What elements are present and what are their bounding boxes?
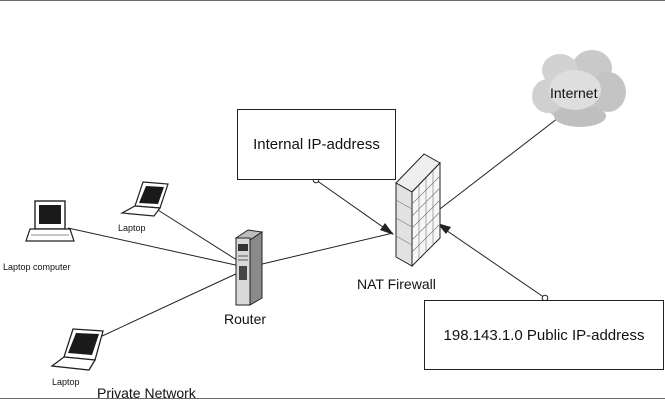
link-laptop-bottom-router [99,271,241,338]
internal-ip-address-label: Internal IP-address [253,136,380,153]
laptop-top-label: Laptop [118,223,146,233]
nat-firewall-label: NAT Firewall [357,276,436,292]
top-rule [0,0,665,1]
pointer-public-ip [439,225,546,299]
laptop-computer-icon [25,200,75,242]
public-ip-address-label: 198.143.1.0 Public IP-address [443,326,645,344]
internet-cloud-icon [532,50,626,127]
firewall-icon [395,153,441,268]
router-label: Router [224,311,267,327]
router-icon [234,229,264,306]
laptop-bottom-icon [50,328,104,371]
link-firewall-internet [435,114,563,213]
link-router-firewall [257,232,394,266]
internal-ip-address-box: Internal IP-address [237,109,396,180]
link-laptop-computer-router [67,227,241,267]
public-ip-address-box: 198.143.1.0 Public IP-address [424,300,664,370]
arrowhead-internal-ip [380,223,394,235]
bottom-rule [0,398,665,399]
link-laptop-top-router [149,204,241,263]
laptop-bottom-label: Laptop [52,377,80,387]
laptop-top-icon [119,181,169,217]
pointer-internal-ip [315,179,391,233]
private-network-label: Private Network [97,385,196,401]
internet-label: Internet [550,85,598,101]
laptop-computer-label: Laptop computer [3,262,71,272]
